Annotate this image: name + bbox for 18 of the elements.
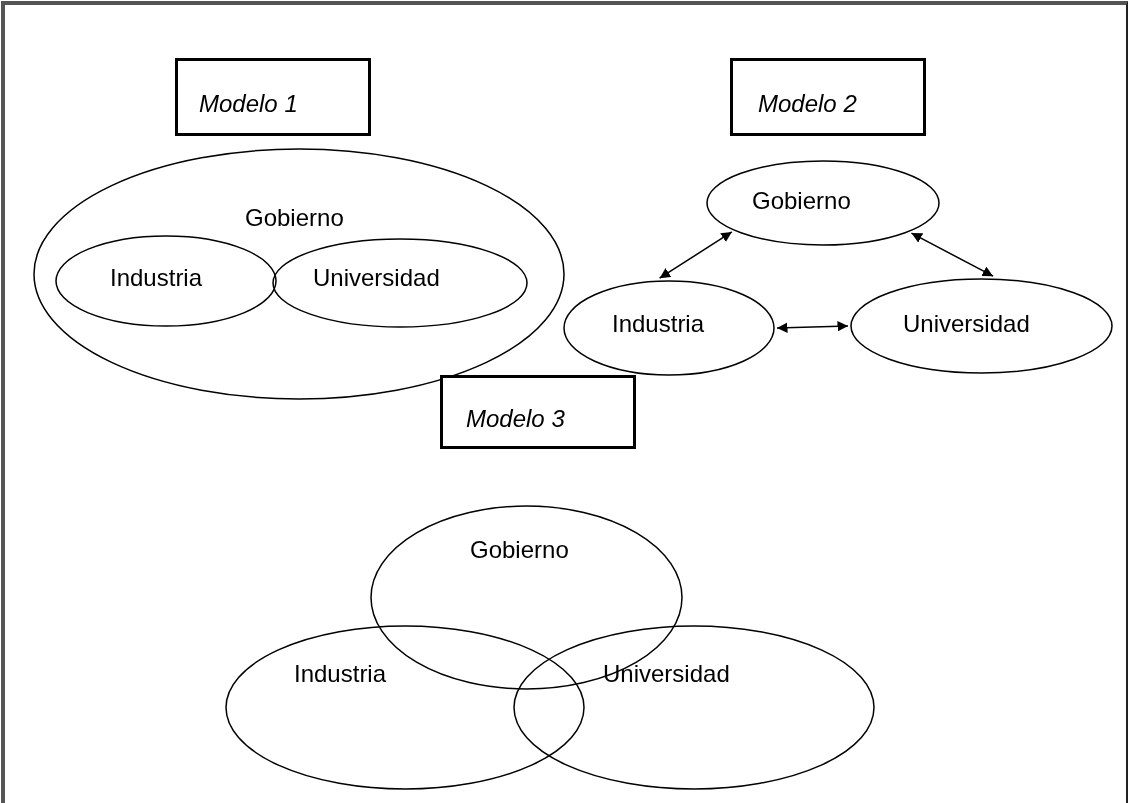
- model-title-box: [440, 375, 636, 449]
- node-label: Gobierno: [245, 204, 344, 232]
- model-title: Modelo 2: [758, 90, 857, 118]
- double-arrow: [776, 321, 849, 333]
- node-label: Industria: [612, 310, 705, 338]
- model-title: Modelo 1: [199, 90, 298, 118]
- node-label: Universidad: [903, 310, 1030, 338]
- model-title-box: [175, 58, 371, 136]
- node-label: Universidad: [603, 660, 730, 688]
- model-title-box: [730, 58, 926, 136]
- node-label: Gobierno: [752, 187, 851, 215]
- model-title: Modelo 3: [466, 405, 565, 433]
- node-label: Gobierno: [470, 536, 569, 564]
- node-label: Industria: [294, 660, 387, 688]
- node-label: Universidad: [313, 264, 440, 292]
- double-arrow: [658, 231, 733, 279]
- double-arrow: [910, 232, 994, 277]
- node-label: Industria: [110, 264, 203, 292]
